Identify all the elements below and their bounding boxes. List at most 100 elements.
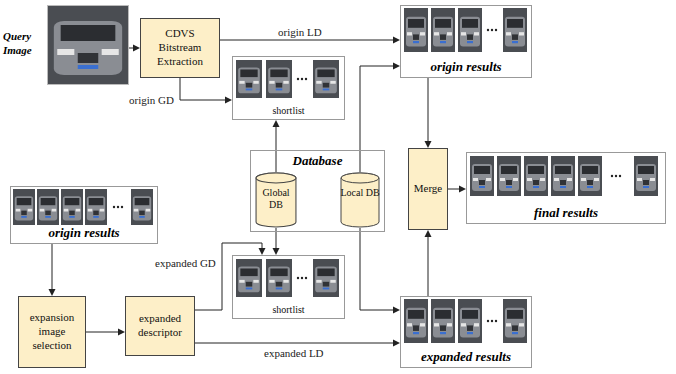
arrowhead xyxy=(49,289,56,296)
connector-line xyxy=(360,66,393,172)
process-box: Merge xyxy=(408,148,448,230)
car-thumbnail xyxy=(13,189,35,225)
car-thumbnail xyxy=(551,156,575,196)
node-text: Query Image xyxy=(3,30,45,58)
connector xyxy=(49,244,56,296)
car-thumbnail xyxy=(236,259,262,297)
query-image: Query Image xyxy=(47,5,129,85)
car-thumbnail xyxy=(458,299,482,343)
node-text: expanded descriptor xyxy=(129,312,191,340)
process-box: expanded descriptor xyxy=(125,296,195,356)
connector xyxy=(86,329,125,336)
node-text: Local DB xyxy=(340,187,380,199)
connector-line xyxy=(180,78,225,100)
connector xyxy=(195,243,266,310)
database-box: DatabaseGlobal DB Local DB xyxy=(250,150,385,232)
ellipsis-dots xyxy=(611,175,621,177)
node-text: Database xyxy=(251,153,384,169)
car-thumbnail xyxy=(37,189,59,225)
node-text: Merge xyxy=(414,182,443,196)
car-thumbnail xyxy=(313,60,339,98)
node-text: shortlist xyxy=(272,304,304,316)
car-thumbnail xyxy=(524,156,548,196)
car-thumbnail xyxy=(85,189,107,225)
cylinder-shape xyxy=(340,172,380,228)
edge-label: origin GD xyxy=(127,94,176,107)
arrowhead xyxy=(459,186,466,193)
connector-line xyxy=(360,228,393,310)
database-cylinder: Global DB xyxy=(255,172,297,228)
car-thumbnail xyxy=(404,299,428,343)
shortlist-box: shortlist xyxy=(232,56,345,120)
node-text: expanded results xyxy=(421,349,511,365)
car-thumbnail xyxy=(404,8,428,52)
car-thumbnail xyxy=(431,299,455,343)
connector xyxy=(448,186,466,193)
car-thumbnail xyxy=(503,299,527,343)
car-thumbnail xyxy=(458,8,482,52)
car-thumbnail xyxy=(431,8,455,52)
arrowhead xyxy=(133,45,140,52)
connector-line xyxy=(129,48,133,49)
results-box: origin results xyxy=(400,5,532,78)
car-thumbnail xyxy=(131,189,153,225)
car-thumbnail xyxy=(470,156,494,196)
node-text: origin results xyxy=(48,225,119,241)
database-cylinder: Local DB xyxy=(340,172,380,228)
car-thumbnail xyxy=(313,259,339,297)
connector-line xyxy=(428,237,429,296)
process-box: expansion image selection xyxy=(18,296,86,368)
ellipsis-dots xyxy=(113,206,123,208)
ellipsis-dots xyxy=(487,29,497,31)
ellipsis-dots xyxy=(487,320,497,322)
connector-line xyxy=(220,40,393,41)
ellipsis-dots xyxy=(297,277,307,279)
arrowhead xyxy=(118,329,125,336)
arrowhead xyxy=(393,63,400,70)
connector xyxy=(425,78,432,148)
connector-line xyxy=(195,343,393,344)
process-box: CDVS Bitstream Extraction xyxy=(140,18,220,78)
connector xyxy=(195,340,400,347)
arrowhead xyxy=(393,37,400,44)
node-text: expansion image selection xyxy=(22,311,82,352)
node-text: CDVS Bitstream Extraction xyxy=(144,27,216,68)
node-text: shortlist xyxy=(272,105,304,117)
arrowhead xyxy=(273,120,280,127)
connector xyxy=(273,228,280,255)
node-text: final results xyxy=(534,205,598,221)
car-thumbnail xyxy=(61,189,83,225)
arrowhead xyxy=(393,307,400,314)
connector-line xyxy=(428,78,429,141)
arrowhead xyxy=(273,248,280,255)
arrowhead xyxy=(393,340,400,347)
results-box: origin results xyxy=(10,186,158,244)
connector-line xyxy=(195,243,262,310)
connector xyxy=(129,45,140,52)
arrowhead xyxy=(259,248,266,255)
connector xyxy=(180,78,232,104)
car-thumbnail xyxy=(497,156,521,196)
ellipsis-dots xyxy=(297,78,307,80)
edge-label: expanded LD xyxy=(262,347,326,360)
node-text: Global DB xyxy=(255,187,297,210)
edge-label: expanded GD xyxy=(153,257,218,270)
arrowhead xyxy=(425,141,432,148)
connector xyxy=(360,63,400,173)
connector-line xyxy=(448,189,459,190)
node-text: origin results xyxy=(430,59,501,75)
connector-line xyxy=(86,332,118,333)
car-thumbnail xyxy=(578,156,602,196)
results-box: expanded results xyxy=(400,296,532,368)
edge-label: origin LD xyxy=(276,26,324,39)
car-thumbnail xyxy=(503,8,527,52)
connector xyxy=(273,120,280,172)
car-thumbnail xyxy=(266,259,292,297)
arrowhead xyxy=(225,97,232,104)
connector-line xyxy=(276,228,277,248)
connector-line xyxy=(52,244,53,289)
query-photo xyxy=(47,5,129,85)
arrowhead xyxy=(425,230,432,237)
car-thumbnail xyxy=(266,60,292,98)
